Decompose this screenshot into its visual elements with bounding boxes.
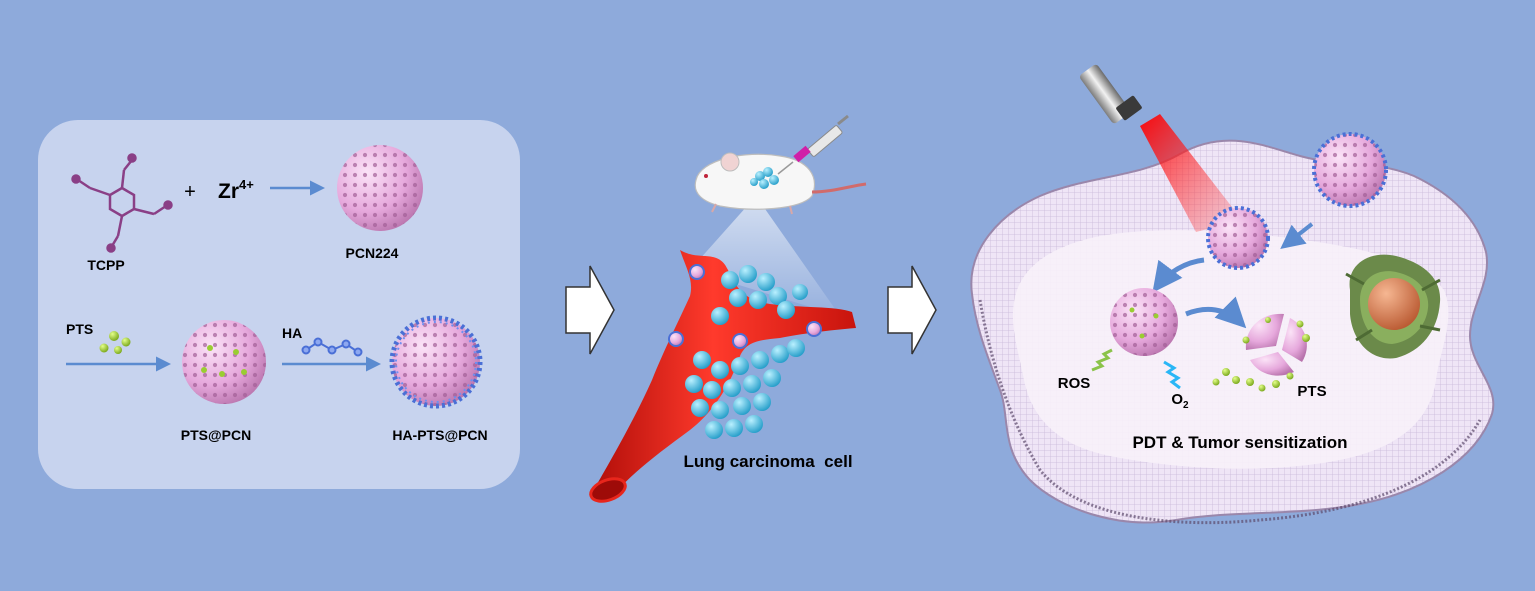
pts-label-synthesis: PTS — [66, 321, 93, 337]
ha-particle-irradiated — [1206, 206, 1270, 270]
pcn-particle-released — [1110, 288, 1178, 356]
cell-rim-shadow — [978, 299, 1482, 525]
laser-device — [1080, 64, 1242, 232]
pts-drug-dots — [99, 331, 131, 354]
zr-ion-label: Zr4+ — [218, 177, 254, 203]
pts-pcn-particle — [182, 320, 266, 404]
plus-sign: + — [184, 181, 196, 203]
ha-particle-entering — [1312, 132, 1388, 208]
broken-particle — [1245, 313, 1307, 376]
tcpp-molecule — [71, 153, 173, 253]
pts-pcn-label: PTS@PCN — [181, 427, 251, 443]
o2-label: O2 — [1171, 391, 1189, 411]
nucleus-organelle — [1345, 254, 1441, 359]
step-arrow-2 — [887, 265, 937, 355]
pcn224-label: PCN224 — [346, 245, 399, 261]
ha-pts-pcn-label: HA-PTS@PCN — [392, 427, 487, 443]
syringe-icon — [777, 114, 849, 175]
ros-label: ROS — [1058, 375, 1091, 392]
lung-carcinoma-cell-label: Lung carcinoma cell — [683, 452, 852, 471]
arrow-uptake — [1280, 222, 1314, 249]
therapy-caption: PDT & Tumor sensitization — [1132, 433, 1347, 452]
o2-wave-icon — [1163, 360, 1181, 390]
cell-inner-floor — [1012, 230, 1449, 469]
pcn224-particle — [337, 145, 423, 231]
tcpp-label: TCPP — [87, 257, 124, 273]
arrow-to-broken-particle — [1185, 296, 1247, 329]
step-arrow-1 — [565, 265, 615, 355]
ha-label: HA — [282, 325, 302, 341]
arrow-ha-degradation — [1152, 257, 1205, 293]
released-pts-dots — [1212, 317, 1310, 392]
ha-pts-pcn-particle — [389, 315, 483, 409]
ha-chain — [301, 337, 363, 357]
mouse-model — [694, 152, 867, 215]
ros-wave-icon — [1091, 348, 1113, 372]
tumor-cell-cluster — [685, 265, 808, 439]
pts-label-therapy: PTS — [1297, 383, 1326, 400]
